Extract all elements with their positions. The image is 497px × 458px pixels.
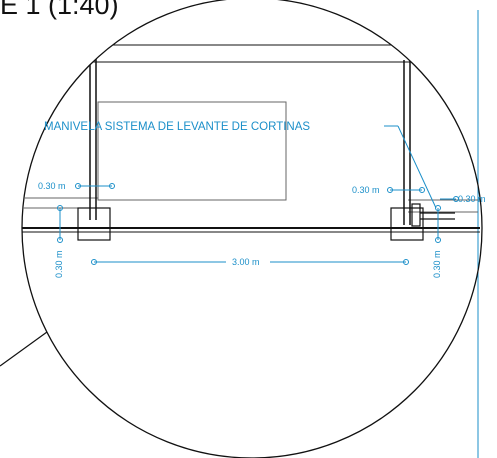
annotation-label: MANIVELA SISTEMA DE LEVANTE DE CORTINAS [44,121,310,133]
detail-title: E 1 (1:40) [0,0,119,20]
dim-right-vertical: 0.30 m [432,250,442,278]
dim-span: 3.00 m [232,257,260,267]
dim-left-vertical: 0.30 m [54,250,64,278]
dim-far-right: 0.30 m [458,194,486,204]
dim-left-horizontal: 0.30 m [38,181,66,191]
detail-linework [22,40,480,241]
dimension-lines [57,125,459,265]
dim-right-horizontal: 0.30 m [352,185,380,195]
leader-line [0,331,48,367]
